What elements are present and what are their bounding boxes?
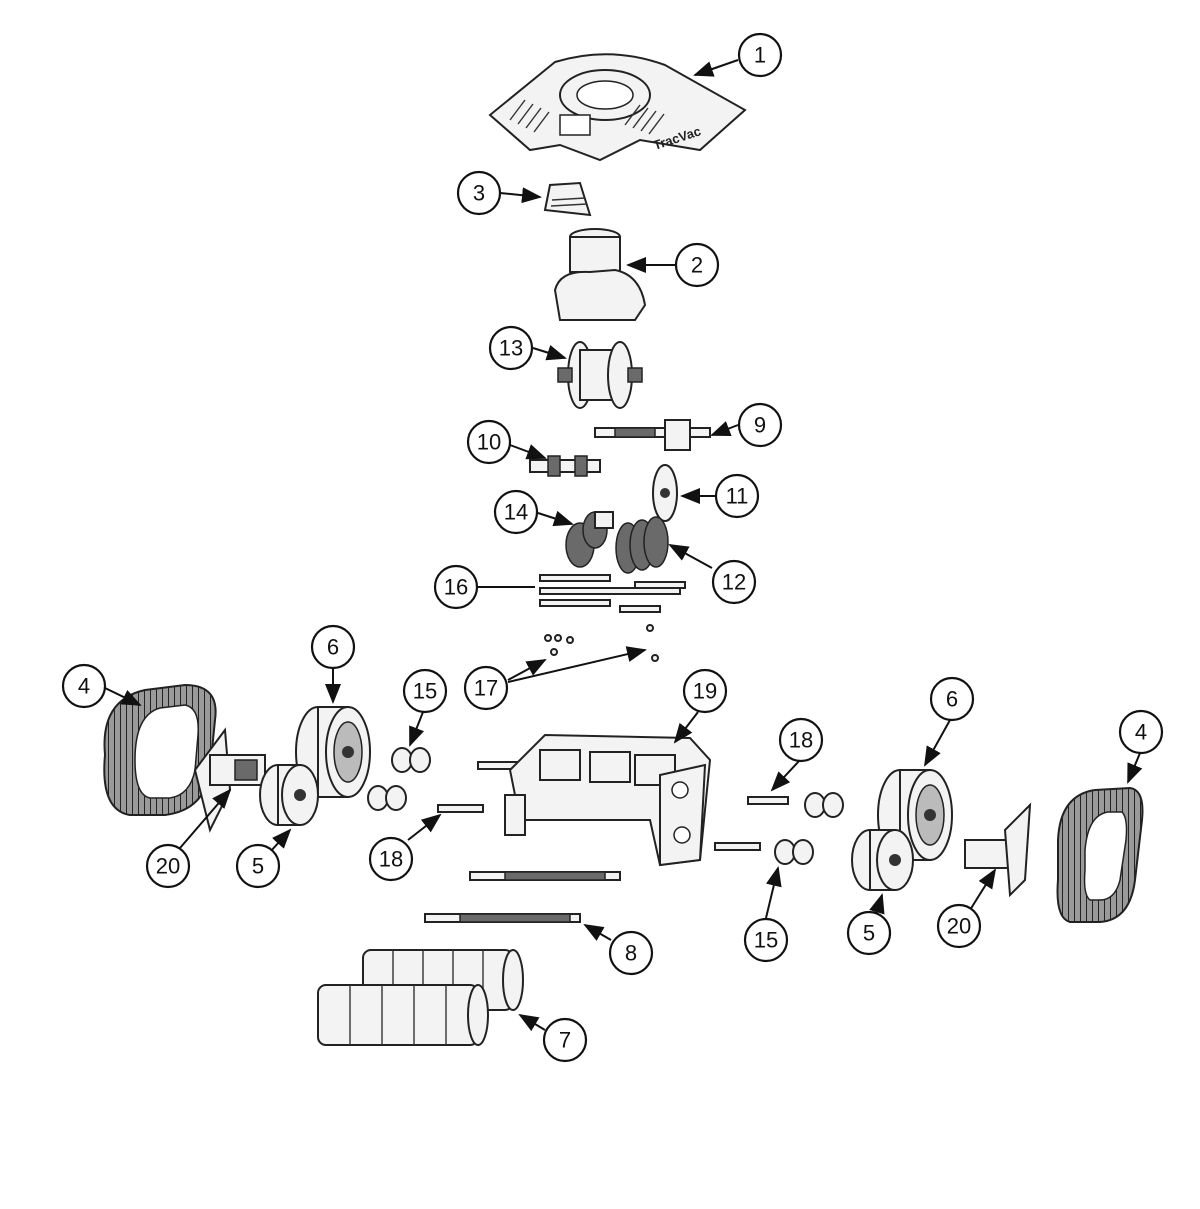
callout-20-right: 20 (936, 903, 982, 949)
gear-set-part (565, 511, 614, 568)
callout-5-right: 5 (846, 910, 892, 956)
callout-12: 12 (711, 559, 757, 605)
callout-7: 7 (542, 1017, 588, 1063)
rollers-part (317, 949, 524, 1046)
swivel-housing-part (553, 228, 647, 321)
callout-9: 9 (737, 402, 783, 448)
svg-text:20: 20 (947, 914, 971, 939)
callout-8: 8 (608, 930, 654, 976)
svg-text:18: 18 (379, 847, 403, 872)
top-cover-part: TracVac (488, 53, 747, 162)
small-wheel-right-part (851, 829, 914, 891)
callout-6-right: 6 (929, 676, 975, 722)
screws-part (544, 624, 659, 662)
callout-15-left: 15 (402, 668, 448, 714)
svg-text:6: 6 (946, 687, 958, 712)
svg-text:14: 14 (504, 500, 528, 525)
svg-text:4: 4 (78, 674, 90, 699)
callout-2: 2 (674, 242, 720, 288)
callout-1: 1 (737, 32, 783, 78)
callout-19: 19 (682, 668, 728, 714)
drive-shaft-part (594, 419, 711, 451)
handle-latch-part (543, 181, 592, 217)
callout-18-left: 18 (368, 836, 414, 882)
callout-14: 14 (493, 489, 539, 535)
svg-text:18: 18 (789, 728, 813, 753)
hub-right-part (964, 802, 1032, 898)
callout-16: 16 (433, 564, 479, 610)
callout-10: 10 (466, 419, 512, 465)
svg-text:11: 11 (726, 484, 749, 509)
callout-18-right: 18 (778, 717, 824, 763)
svg-text:10: 10 (477, 430, 501, 455)
svg-text:1: 1 (754, 43, 766, 68)
svg-text:12: 12 (722, 570, 746, 595)
svg-text:15: 15 (413, 679, 437, 704)
svg-text:8: 8 (625, 941, 637, 966)
svg-text:13: 13 (499, 336, 523, 361)
callout-3: 3 (456, 170, 502, 216)
turbine-part (557, 341, 643, 409)
axle-right-part (714, 796, 789, 851)
cam-gear-part (652, 464, 678, 522)
svg-text:5: 5 (252, 854, 264, 879)
svg-text:15: 15 (754, 928, 778, 953)
leader-lines (104, 59, 1143, 1032)
chassis-part (504, 733, 712, 867)
callout-11: 11 (714, 473, 760, 519)
callout-17: 17 (463, 665, 509, 711)
svg-text:3: 3 (473, 181, 485, 206)
callout-4-left: 4 (61, 663, 107, 709)
svg-text:19: 19 (693, 679, 717, 704)
svg-text:20: 20 (156, 854, 180, 879)
track-left-part (103, 683, 217, 816)
large-wheel-left-part (295, 706, 371, 798)
callout-6-left: 6 (310, 624, 356, 670)
callout-4-right: 4 (1118, 709, 1164, 755)
pins-part (539, 574, 686, 613)
callout-15-right: 15 (743, 917, 789, 963)
svg-text:6: 6 (327, 635, 339, 660)
bearings-right-part (774, 792, 844, 865)
bearings-left-part (367, 747, 431, 811)
svg-text:5: 5 (863, 921, 875, 946)
gear-stack-part (615, 516, 669, 574)
svg-text:16: 16 (444, 575, 468, 600)
svg-text:17: 17 (474, 676, 498, 701)
idler-shaft-part (529, 455, 601, 477)
svg-text:7: 7 (559, 1028, 571, 1053)
callout-5-left: 5 (235, 843, 281, 889)
callout-13: 13 (488, 325, 534, 371)
brush-shafts-part (424, 871, 621, 923)
svg-text:9: 9 (754, 413, 766, 438)
track-right-part (1056, 786, 1144, 923)
svg-text:4: 4 (1135, 720, 1147, 745)
small-wheel-left-part (259, 764, 319, 826)
callout-20-left: 20 (145, 843, 191, 889)
svg-text:2: 2 (691, 253, 703, 278)
